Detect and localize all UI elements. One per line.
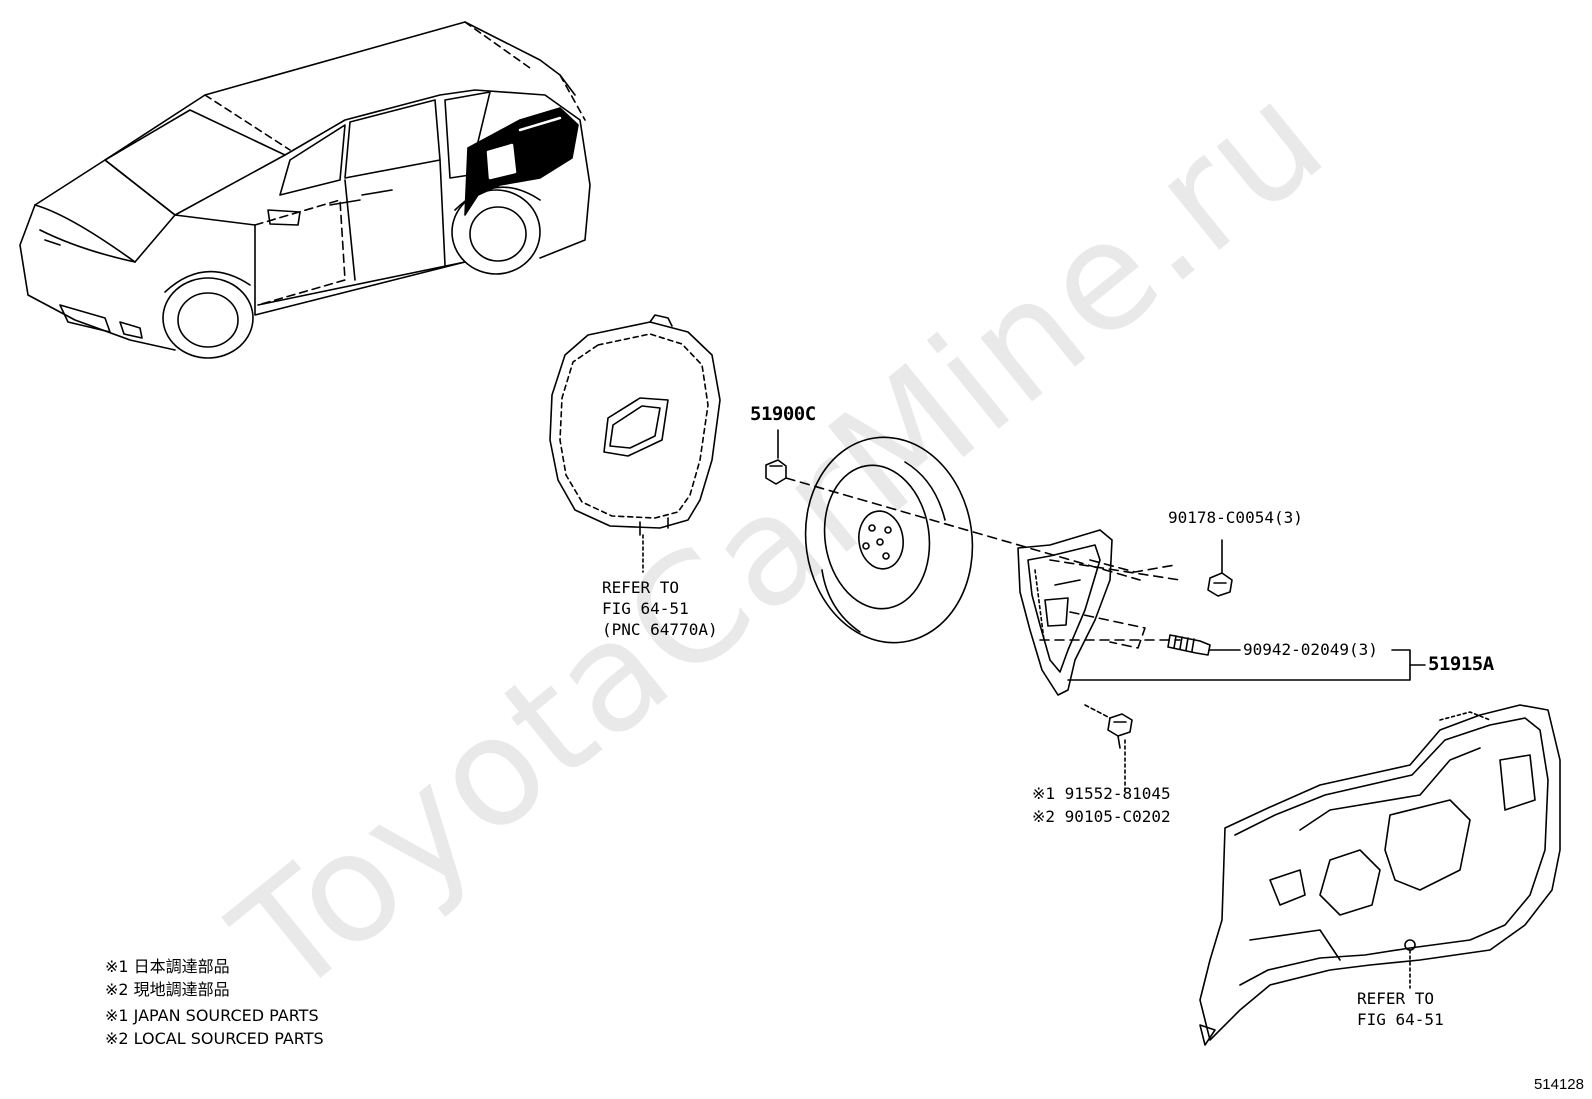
tire-cover-ref-line3: (PNC 64770A) — [602, 620, 718, 639]
carrier-part-number: 51915A — [1428, 653, 1494, 675]
spare-wheel — [804, 436, 974, 644]
panel-ref-line2: FIG 64-51 — [1357, 1010, 1444, 1029]
tire-carrier-bracket — [1017, 529, 1181, 696]
bracket-group-line — [1067, 649, 1426, 681]
bolt-part-number-2: ※2 90105-C0202 — [1032, 807, 1171, 826]
quarter-trim-panel — [1199, 704, 1561, 1046]
figure-number: 514128 — [1533, 1076, 1584, 1093]
tire-cover-ref-line2: FIG 64-51 — [602, 599, 689, 618]
tire-cover-ref-line1: REFER TO — [602, 578, 680, 597]
stud-90942 — [1167, 634, 1241, 656]
legend-line-2: ※2 現地調達部品 — [105, 980, 230, 999]
wheel-nut-small — [765, 429, 1141, 581]
legend-line-1: ※1 日本調達部品 — [105, 957, 230, 976]
legend-line-3: ※1 JAPAN SOURCED PARTS — [105, 1006, 319, 1025]
nut-90178 — [1207, 539, 1233, 597]
wheel-part-number: 51900C — [750, 403, 816, 425]
vehicle-illustration — [19, 21, 591, 359]
panel-ref-line1: REFER TO — [1357, 989, 1435, 1008]
spare-tire-cover — [549, 314, 721, 573]
bolt-91552 — [1084, 704, 1133, 791]
legend-line-4: ※2 LOCAL SOURCED PARTS — [105, 1029, 324, 1048]
bolt-part-number-1: ※1 91552-81045 — [1032, 784, 1171, 803]
stud-part-number: 90942-02049(3) — [1243, 640, 1378, 659]
nut-part-number: 90178-C0054(3) — [1168, 508, 1303, 527]
